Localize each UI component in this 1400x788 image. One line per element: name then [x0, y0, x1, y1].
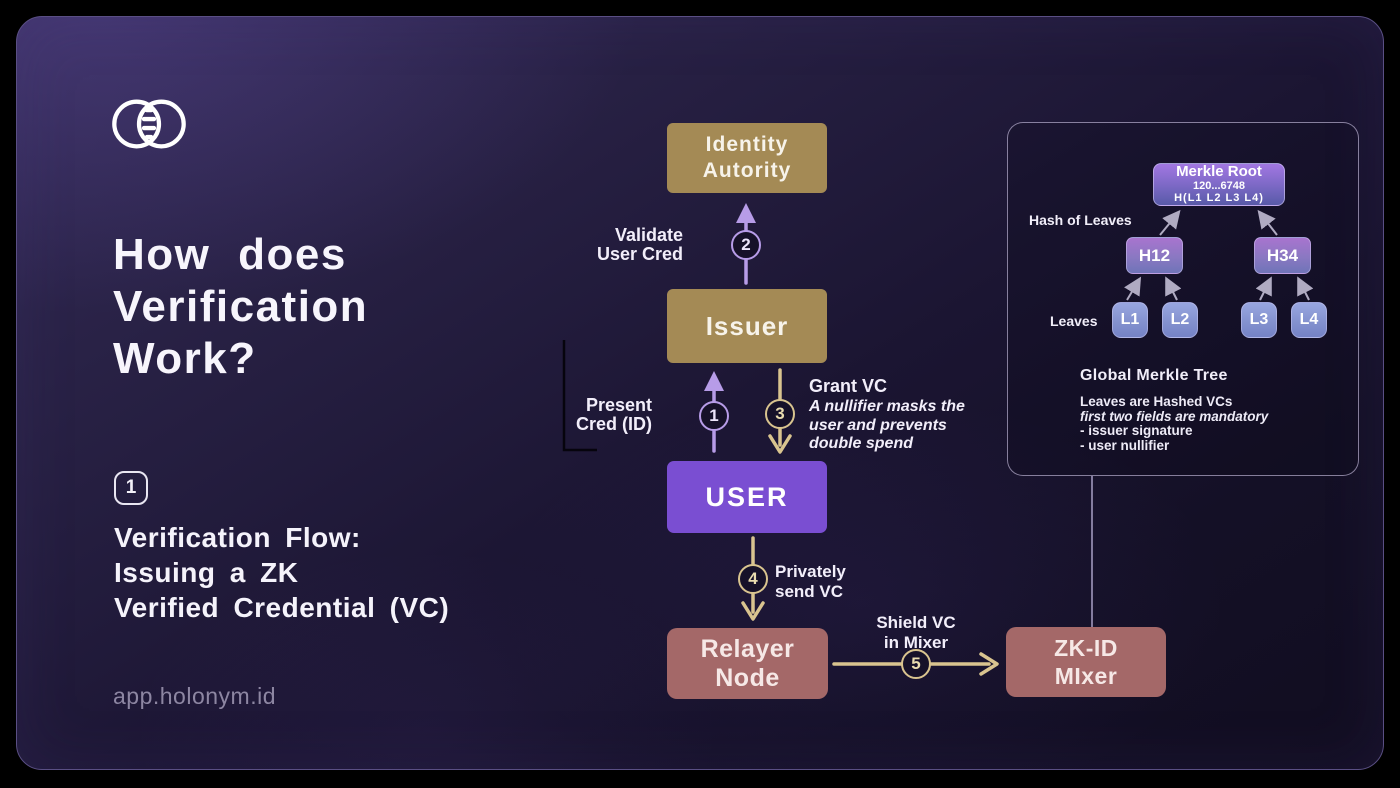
arrow-privately-head-icon: [741, 601, 765, 621]
zk-id-mixer-node: ZK-ID MIxer: [1006, 627, 1166, 697]
hash-node-h34: H34: [1254, 237, 1311, 274]
issuer-label: Issuer: [705, 310, 789, 341]
slide-card: How does Verification Work? 1 Verificati…: [16, 16, 1384, 770]
subtitle: Verification Flow: Issuing a ZK Verified…: [114, 520, 449, 625]
arrow-validate-head-icon: [736, 203, 756, 223]
mixer-label-line1: ZK-ID: [1054, 635, 1118, 661]
merkle-root-title: Merkle Root: [1176, 163, 1262, 180]
hash-node-h12: H12: [1126, 237, 1183, 274]
leaf-node-l4: L4: [1291, 302, 1327, 338]
label-present-cred: Present Cred (ID): [576, 395, 652, 434]
relayer-label-line2: Node: [715, 663, 780, 692]
merkle-root-node: Merkle Root 120...6748 H(L1 L2 L3 L4): [1153, 163, 1285, 206]
step-4-circle: 4: [738, 564, 768, 594]
merkle-root-formula: H(L1 L2 L3 L4): [1174, 192, 1264, 204]
holonym-logo-icon: [112, 99, 186, 149]
title-line-2: Verification: [113, 282, 369, 331]
merkle-caption: Leaves are Hashed VCs first two fields a…: [1080, 394, 1269, 453]
mixer-label-line2: MIxer: [1054, 663, 1118, 689]
leaf-node-l1: L1: [1112, 302, 1148, 338]
identity-authority-label-line1: Identity: [705, 133, 789, 156]
arrow-shield-head-icon: [979, 652, 999, 676]
relayer-label-line1: Relayer: [700, 634, 795, 663]
title-line-1: How does: [113, 230, 347, 279]
title-line-3: Work?: [113, 334, 257, 383]
user-label: USER: [705, 481, 789, 512]
label-grant-vc: Grant VC A nullifier masks the user and …: [809, 376, 965, 453]
issuer-node: Issuer: [667, 289, 827, 363]
grant-vc-note: A nullifier masks the user and prevents …: [809, 398, 965, 452]
slide-number-badge: 1: [114, 471, 148, 505]
leaf-node-l3: L3: [1241, 302, 1277, 338]
identity-authority-label-line2: Autority: [702, 159, 792, 182]
identity-authority-node: Identity Autority: [667, 123, 827, 193]
relayer-node: Relayer Node: [667, 628, 828, 699]
arrow-grant-head-icon: [768, 434, 792, 454]
subtitle-line-2: Issuing a ZK: [114, 557, 299, 588]
user-node: USER: [667, 461, 827, 533]
footer-url: app.holonym.id: [113, 683, 276, 709]
step-3-circle: 3: [765, 399, 795, 429]
subtitle-line-1: Verification Flow:: [114, 522, 361, 553]
leaf-node-l2: L2: [1162, 302, 1198, 338]
step-2-circle: 2: [731, 230, 761, 260]
step-1-circle: 1: [699, 401, 729, 431]
leaves-label: Leaves: [1050, 313, 1098, 329]
arrow-present-head-icon: [704, 371, 724, 391]
page-title: How does Verification Work?: [113, 229, 368, 385]
merkle-root-hash: 120...6748: [1193, 180, 1245, 192]
hash-of-leaves-label: Hash of Leaves: [1029, 212, 1132, 228]
label-privately-send-vc: Privately send VC: [775, 562, 846, 601]
subtitle-line-3: Verified Credential (VC): [114, 592, 450, 623]
label-shield-vc-in-mixer: Shield VC in Mixer: [876, 613, 956, 652]
merkle-caption-title: Global Merkle Tree: [1080, 367, 1228, 384]
step-5-circle: 5: [901, 649, 931, 679]
label-validate-user-cred: Validate User Cred: [596, 225, 683, 264]
